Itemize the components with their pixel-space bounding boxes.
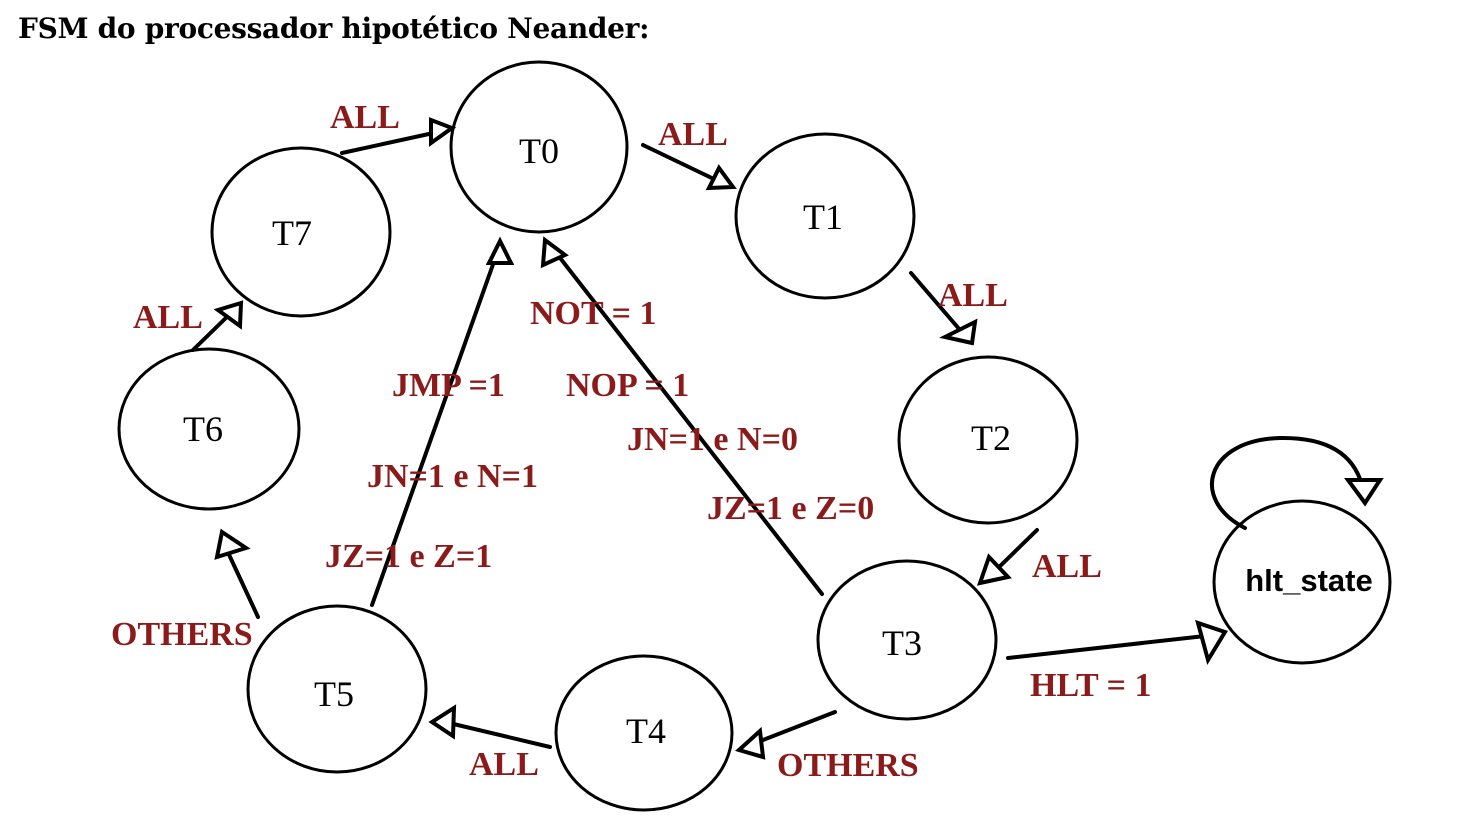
- state-t3-circle: [816, 559, 998, 721]
- state-t1-label: T1: [803, 197, 843, 237]
- state-t4: T4: [554, 654, 734, 812]
- state-t0: T0: [449, 60, 629, 234]
- edge-t3-t0: [555, 252, 824, 596]
- edge-t3-hlt: [1006, 634, 1207, 660]
- edge-t1-t2: [909, 271, 962, 332]
- label-t0-t1: ALL: [658, 116, 728, 153]
- arrowhead-t0-from-t3: [540, 236, 569, 269]
- arrowhead-t7: [213, 300, 244, 330]
- state-t7: T7: [210, 146, 392, 318]
- transition-labels: ALL ALL ALL ALL ALL ALL OTHERS OTHERS HL…: [111, 99, 1151, 784]
- state-t4-label: T4: [626, 711, 666, 751]
- edge-t4-t5: [443, 720, 552, 749]
- arrowhead-hlt-self-loop: [1344, 478, 1384, 507]
- state-t5-circle: [246, 604, 428, 774]
- state-t0-circle: [449, 60, 629, 234]
- edge-hlt-self-loop: [1209, 435, 1364, 530]
- state-t4-circle: [554, 654, 734, 812]
- arrowhead-t6: [214, 528, 251, 560]
- arrowhead-t0-from-t7: [429, 117, 457, 147]
- arrowhead-t0-from-t5: [485, 236, 515, 265]
- state-t5-label: T5: [314, 674, 354, 714]
- state-t2: T2: [897, 355, 1079, 525]
- label-t5-t0-jmp: JMP =1: [392, 367, 505, 404]
- arrowhead-hlt: [1195, 619, 1229, 666]
- arrowhead-t3-from-t2: [976, 553, 1012, 586]
- label-t2-t3: ALL: [1032, 548, 1102, 585]
- arrowheads: [213, 117, 1384, 760]
- state-t3-label: T3: [882, 623, 922, 663]
- state-t6-label: T6: [183, 409, 223, 449]
- states: T0 T1 T2 T3 T4 T5 T6 T7: [117, 60, 1392, 812]
- diagram-title: FSM do processador hipotético Neander:: [18, 12, 650, 45]
- edge-t5-t0: [370, 254, 498, 607]
- state-t6-circle: [117, 347, 301, 511]
- edge-t0-t1: [641, 143, 720, 183]
- edge-t3-t4: [748, 710, 837, 747]
- edge-t2-t3: [992, 528, 1039, 574]
- label-t3-t0-not: NOT = 1: [530, 295, 656, 332]
- label-t5-t0-jz: JZ=1 e Z=1: [325, 538, 492, 575]
- state-hlt-label: hlt_state: [1245, 563, 1372, 598]
- state-t2-label: T2: [971, 418, 1011, 458]
- label-t6-t7: ALL: [133, 299, 203, 336]
- arrowhead-t1: [705, 164, 737, 191]
- label-t3-t0-nop: NOP = 1: [566, 367, 689, 404]
- state-hlt: hlt_state: [1212, 499, 1392, 665]
- label-t3-t0-jn: JN=1 e N=0: [627, 421, 798, 458]
- label-t3-hlt: HLT = 1: [1030, 667, 1151, 704]
- arrowhead-t4: [735, 726, 766, 760]
- edges: [191, 130, 1364, 749]
- edge-t6-t7: [191, 310, 234, 352]
- state-t7-circle: [210, 146, 392, 318]
- label-t3-t4: OTHERS: [777, 747, 919, 784]
- edge-t7-t0: [340, 130, 440, 155]
- state-t0-label: T0: [519, 131, 559, 171]
- arrowhead-t2: [939, 318, 978, 346]
- label-t1-t2: ALL: [938, 277, 1008, 314]
- state-t6: T6: [117, 347, 301, 511]
- state-t3: T3: [816, 559, 998, 721]
- state-t2-circle: [897, 355, 1079, 525]
- state-t7-label: T7: [272, 213, 312, 253]
- label-t3-t0-jz: JZ=1 e Z=0: [707, 490, 874, 527]
- label-t4-t5: ALL: [469, 746, 539, 783]
- state-t1: T1: [734, 132, 916, 300]
- label-t5-t0-jn: JN=1 e N=1: [367, 458, 538, 495]
- label-t7-t0: ALL: [330, 99, 400, 136]
- state-t5: T5: [246, 604, 428, 774]
- label-t5-t6: OTHERS: [111, 616, 253, 653]
- state-hlt-circle: [1212, 499, 1392, 665]
- state-t1-circle: [734, 132, 916, 300]
- edge-t5-t6: [223, 544, 260, 619]
- arrowhead-t5: [428, 704, 457, 740]
